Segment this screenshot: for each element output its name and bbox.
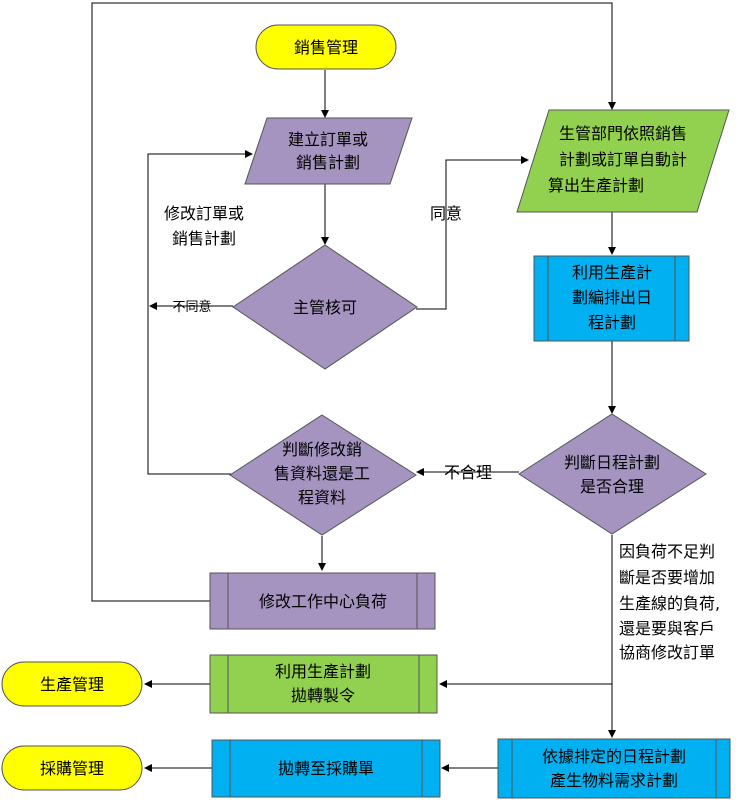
arrow-approve-agree [416,156,529,310]
prod-plan-shape [516,109,730,213]
purchase-req-shape [211,739,441,798]
create-order-line2: 銷售計劃 [296,153,360,172]
loop-connector [91,2,616,602]
sales-mgmt-terminator [255,24,397,70]
production-mgmt-terminator [1,661,143,707]
create-order-shape [244,117,413,185]
schedule-line3: 程計劃 [588,313,636,332]
judge-schedule-diamond [518,413,707,535]
mrp-line2: 產生物料需求計劃 [550,771,678,790]
approve-label: 主管核可 [293,298,357,317]
unreasonable-label: 不合理 [444,463,492,482]
schedule-line2: 劃編排出日 [572,288,652,307]
modify-order-label-line1: 修改訂單或 [164,204,244,223]
disagree-label: 不同意 [172,299,211,315]
load-note: 因負荷不足判 斷是否要增加 生產線的負荷, 還是要與客戶 協商修改訂單 [619,542,720,662]
prod-plan-line1: 生管部門依照銷售 [559,124,687,143]
note-line2: 斷是否要增加 [619,568,715,587]
production-mgmt-label: 生產管理 [40,675,104,694]
approve-diamond [232,244,418,370]
note-line3: 生產線的負荷, [619,594,720,613]
judge-modify-line3: 程資料 [298,488,346,507]
sales-mgmt-label: 銷售管理 [294,38,358,57]
purchase-req-label: 拋轉至採購單 [278,759,374,778]
issue-order-line1: 利用生產計劃 [275,662,371,681]
judge-schedule-line1: 判斷日程計劃 [564,453,660,472]
create-order-line1: 建立訂單或 [288,130,368,149]
connectors [91,2,616,772]
prod-plan-line3: 算出生產計劃 [548,176,644,195]
prod-plan-line2: 計劃或訂單自動計 [559,150,687,169]
note-line5: 協商修改訂單 [619,643,715,662]
schedule-shape [533,255,690,342]
judge-modify-diamond [229,414,417,536]
judge-schedule-line2: 是否合理 [580,477,644,496]
modify-wc-load-shape [209,572,436,630]
judge-modify-line2: 售資料還是工 [274,464,370,483]
purchase-mgmt-label: 採購管理 [40,759,104,778]
mrp-line1: 依據排定的日程計劃 [542,747,686,766]
modify-order-label-line2: 銷售計劃 [172,229,236,248]
note-line1: 因負荷不足判 [619,542,715,561]
modify-wc-load-label: 修改工作中心負荷 [259,592,387,611]
purchase-mgmt-terminator [1,745,143,791]
agree-label: 同意 [430,204,462,223]
judge-modify-line1: 判斷修改銷 [282,440,362,459]
schedule-line1: 利用生產計 [572,263,652,282]
arrow-modify-loop [147,150,253,475]
issue-order-line2: 拋轉製令 [291,686,355,705]
issue-order-shape [209,654,438,714]
note-line4: 還是要與客戶 [619,619,715,638]
mrp-shape [497,738,731,799]
